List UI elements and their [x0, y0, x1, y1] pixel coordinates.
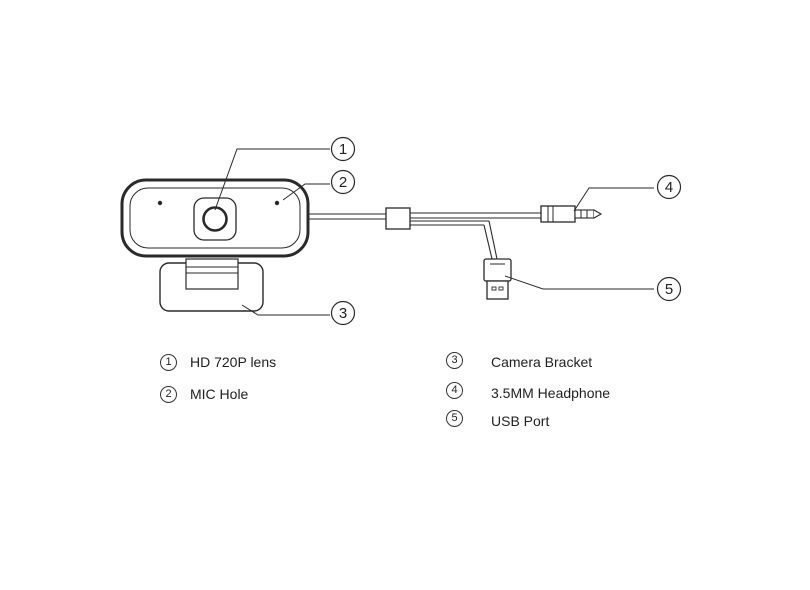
- legend-label: USB Port: [491, 413, 550, 429]
- usb-plug: [483, 258, 512, 300]
- legend-label: Camera Bracket: [491, 354, 593, 370]
- callout-circle-4: [656, 174, 682, 200]
- callout-circle-1: [330, 136, 356, 162]
- callout-circle-5: [656, 276, 682, 302]
- callout-4: 4: [665, 179, 673, 196]
- callout-3: 3: [339, 305, 347, 322]
- mic-hole-left: [157, 200, 163, 206]
- camera-bracket: [159, 258, 264, 312]
- legend-label: 3.5MM Headphone: [491, 385, 611, 401]
- callout-1: 1: [339, 141, 347, 158]
- leader-lines: [214, 148, 654, 316]
- callout-5: 5: [665, 281, 673, 298]
- camera-lens: [193, 197, 237, 241]
- legend-number: 1: [160, 354, 177, 371]
- callout-2: 2: [339, 174, 347, 191]
- cable: [308, 207, 541, 260]
- callout-circle-3: [330, 300, 356, 326]
- headphone-jack: [540, 205, 603, 223]
- legend-label: HD 720P lens: [190, 354, 277, 370]
- legend-number: 4: [446, 382, 463, 399]
- legend-number: 3: [446, 352, 463, 369]
- legend-label: MIC Hole: [190, 386, 249, 402]
- callout-circle-2: [330, 169, 356, 195]
- mic-hole-right: [274, 200, 280, 206]
- legend-number: 5: [446, 410, 463, 427]
- legend-number: 2: [160, 386, 177, 403]
